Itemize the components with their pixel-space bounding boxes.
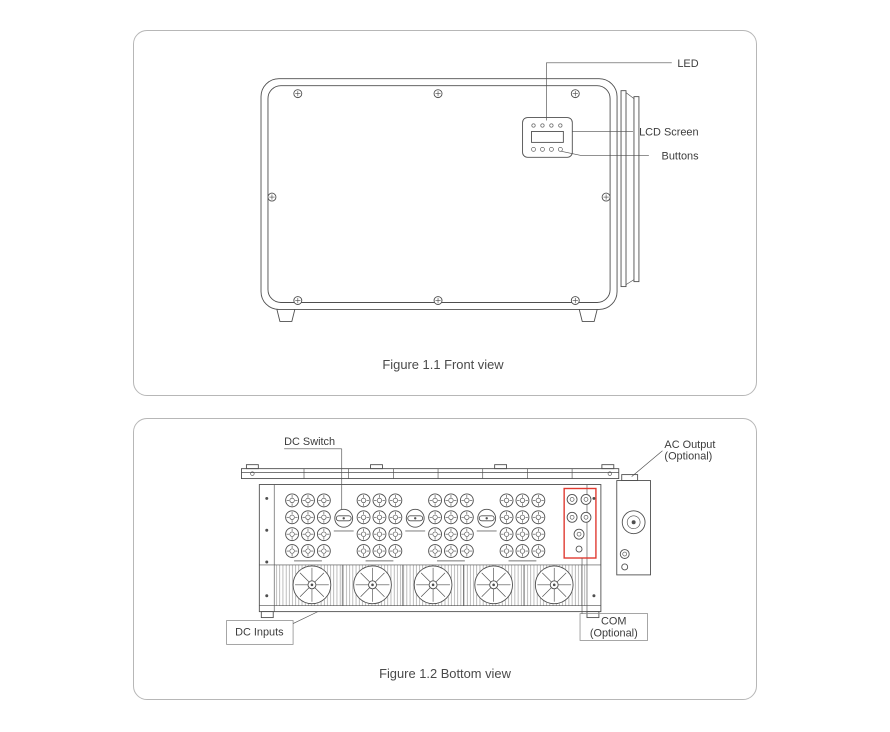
dc-inputs-label-box	[226, 620, 294, 645]
ac-output-label: AC Output	[664, 439, 715, 451]
dc-switches	[333, 508, 497, 532]
figure2-panel: DC Switch AC Output (Optional) DC Inputs…	[133, 418, 757, 700]
lcd-screen	[531, 131, 564, 143]
screw-icon	[433, 89, 443, 99]
dc-switch-knob	[477, 508, 497, 528]
fan-grille	[259, 564, 601, 606]
led-indicator	[558, 123, 563, 128]
lcd-screen-label: LCD Screen	[639, 126, 699, 138]
fan-icon	[534, 564, 575, 605]
com-highlight-box	[563, 487, 597, 559]
button-dot	[549, 147, 554, 152]
foot-left	[260, 611, 274, 619]
dc-switch-label: DC Switch	[284, 436, 335, 448]
bottom-view-callouts: DC Switch AC Output (Optional) DC Inputs…	[226, 436, 715, 645]
com-optional-label: (Optional)	[590, 627, 638, 639]
dc-input-group	[286, 494, 331, 562]
dc-input-group	[357, 494, 402, 562]
dc-input-clusters	[286, 494, 545, 562]
dc-input-group	[429, 494, 474, 562]
ac-output-assembly	[616, 474, 651, 576]
display-module	[522, 117, 573, 158]
dc-switch-knob	[405, 508, 425, 528]
screw-icon	[601, 192, 611, 202]
fan-icon	[413, 564, 453, 605]
figure1-caption: Figure 1.1 Front view	[382, 357, 504, 372]
screw-icon	[267, 192, 277, 202]
fan-icon	[473, 564, 514, 605]
screw-icon	[570, 89, 580, 99]
fan-icon	[352, 564, 393, 605]
front-view-callouts: LED LCD Screen Buttons	[546, 58, 699, 162]
inverter-bottom-body	[258, 484, 602, 619]
bottom-view-drawing: DC Switch AC Output (Optional) DC Inputs…	[226, 436, 715, 681]
ac-output-optional-label: (Optional)	[664, 451, 712, 463]
dc-inputs-label: DC Inputs	[235, 626, 284, 638]
button-dot	[531, 147, 536, 152]
dc-switch-knob	[334, 508, 354, 528]
screw-icon	[293, 89, 303, 99]
fan-icon	[292, 564, 332, 605]
com-ports	[563, 487, 597, 559]
side-bracket	[620, 90, 640, 288]
foot-right	[578, 309, 598, 322]
dc-input-group	[500, 494, 545, 562]
button-dot	[540, 147, 545, 152]
figure2-caption: Figure 1.2 Bottom view	[379, 666, 512, 681]
led-indicator	[549, 123, 554, 128]
com-label: COM	[601, 616, 626, 628]
front-view-drawing: LED LCD Screen Buttons Figure 1.1 Front …	[260, 58, 699, 372]
buttons-label: Buttons	[662, 150, 700, 162]
led-label: LED	[677, 58, 698, 70]
mounting-flange	[241, 464, 620, 480]
inverter-front-body	[260, 78, 640, 322]
figure1-panel: LED LCD Screen Buttons Figure 1.1 Front …	[133, 30, 757, 396]
foot-left	[276, 309, 296, 322]
led-indicator	[531, 123, 536, 128]
screw-icon	[433, 296, 443, 305]
button-dot	[558, 147, 563, 152]
foot-right	[586, 611, 600, 619]
screw-icon	[570, 296, 580, 305]
com-label-box	[579, 613, 648, 641]
screw-icon	[293, 296, 303, 305]
led-indicator	[540, 123, 545, 128]
